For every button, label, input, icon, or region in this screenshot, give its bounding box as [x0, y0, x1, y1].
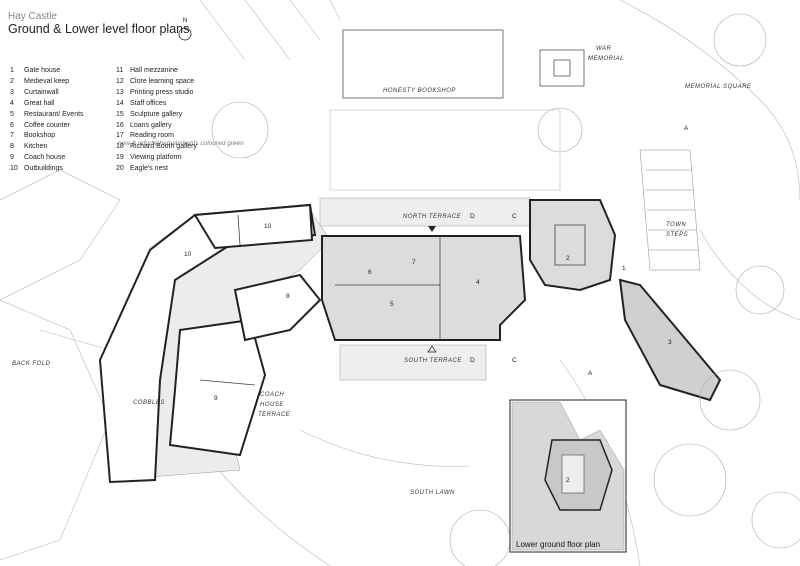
- label-war-memorial-1: WAR: [596, 46, 612, 52]
- label-war-memorial-2: MEMORIAL: [588, 56, 624, 62]
- coach-house-block: [168, 318, 267, 457]
- south-terrace-marker-icon: [427, 345, 437, 353]
- section-markers: D C A D C A: [427, 125, 689, 377]
- north-terrace-marker-icon: [428, 226, 436, 232]
- room-number: 10: [264, 223, 272, 230]
- label-cobbles: COBBLES: [133, 400, 165, 406]
- trees: [211, 13, 800, 566]
- keep-block: [529, 199, 617, 292]
- inset-lower-ground-plan: 2: [509, 399, 627, 553]
- room-numbers: 1 2 3 4 5 6 7 8 9 10 10: [184, 223, 672, 402]
- place-labels: HONESTY BOOKSHOP WAR MEMORIAL MEMORIAL S…: [12, 46, 752, 496]
- inset-caption: Lower ground floor plan: [516, 540, 601, 549]
- label-town-steps-1: TOWN: [666, 222, 686, 228]
- label-south-lawn: SOUTH LAWN: [410, 490, 455, 496]
- town-steps: [639, 149, 701, 271]
- room-number: 10: [184, 251, 192, 258]
- section-a-south: A: [588, 370, 593, 377]
- section-d-south: D: [470, 357, 475, 364]
- drawing-subtitle: Hay Castle: [8, 11, 57, 22]
- war-memorial-plinth: [553, 59, 571, 77]
- room-number: 8: [286, 293, 290, 300]
- honesty-bookshop-outline: [342, 29, 504, 99]
- curtain-wall: [618, 278, 722, 402]
- section-a-north: A: [684, 125, 689, 132]
- room-number: 4: [476, 279, 480, 286]
- outbuilding-10: [193, 203, 314, 250]
- room-number: 3: [668, 339, 672, 346]
- room-number: 1: [622, 265, 626, 272]
- label-coach-house-terrace-2: HOUSE: [260, 402, 284, 408]
- label-honesty-bookshop: HONESTY BOOKSHOP: [383, 88, 456, 94]
- internal-partitions: [199, 214, 586, 386]
- room-number: 5: [390, 301, 394, 308]
- inset-room-number: 2: [566, 477, 570, 484]
- svg-text:N: N: [183, 17, 188, 24]
- legend-note: new & refurbished elements coloured gree…: [118, 140, 244, 147]
- label-coach-house-terrace-1: COACH: [260, 392, 284, 398]
- section-c-north: C: [512, 213, 517, 220]
- label-memorial-square: MEMORIAL SQUARE: [685, 84, 752, 90]
- room-number: 6: [368, 269, 372, 276]
- label-coach-house-terrace-3: TERRACE: [258, 412, 291, 418]
- label-south-terrace: SOUTH TERRACE: [404, 358, 462, 364]
- room-number: 9: [214, 395, 218, 402]
- south-terrace-area: [339, 344, 487, 381]
- north-terrace-area: [319, 197, 531, 227]
- label-town-steps-2: STEPS: [666, 232, 688, 238]
- room-number: 2: [566, 255, 570, 262]
- label-north-terrace: NORTH TERRACE: [403, 214, 462, 220]
- castle-walls: [98, 199, 722, 484]
- label-back-fold: BACK FOLD: [12, 361, 51, 367]
- north-arrow-icon: N: [178, 17, 192, 41]
- war-memorial-outline: [539, 49, 585, 87]
- great-hall-block: [321, 235, 527, 341]
- section-d-north: D: [470, 213, 475, 220]
- kitchen-block: [233, 273, 322, 342]
- room-number: 7: [412, 259, 416, 266]
- section-c-south: C: [512, 357, 517, 364]
- drawing-title: Ground & Lower level floor plans: [8, 22, 190, 36]
